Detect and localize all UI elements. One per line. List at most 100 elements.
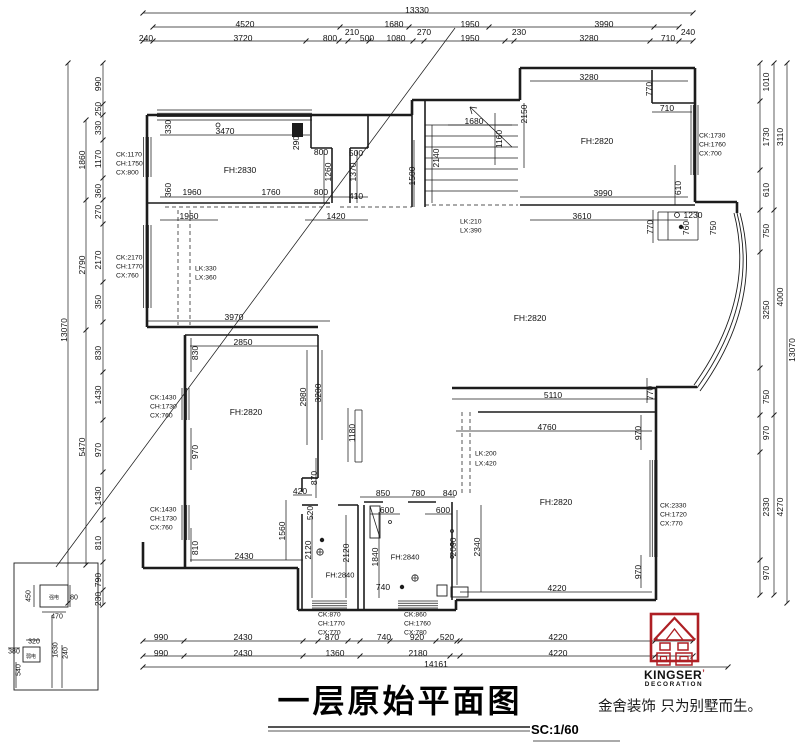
dim-text: CX:760 [116, 272, 139, 279]
dim-text: 740 [376, 582, 390, 592]
filled-box [292, 123, 303, 137]
dim-tick [100, 279, 106, 285]
dim-text: 14161 [424, 659, 448, 669]
dim-text: 强电 [49, 594, 59, 601]
fixture-rect [450, 586, 469, 598]
dim-tick [406, 24, 412, 30]
scale-label: SC:1/60 [531, 722, 579, 737]
dim-tick [65, 600, 71, 606]
dim-text: 2330 [761, 497, 771, 516]
circle-marker [450, 542, 454, 546]
dim-tick [366, 38, 372, 44]
dim-text: 1370 [348, 162, 358, 181]
dim-text: 1170 [93, 150, 103, 169]
dim-text: 600 [380, 505, 394, 515]
dashed-lines [165, 204, 518, 495]
dim-text: 2430 [234, 648, 253, 658]
dim-tick [100, 137, 106, 143]
dim-tick [771, 207, 777, 213]
dim-text: 3990 [594, 188, 613, 198]
dim-text: 1680 [385, 19, 404, 29]
dim-tick [140, 653, 146, 659]
dim-text: 380 [8, 648, 20, 655]
dot-marker [678, 224, 684, 230]
dim-text: 1950 [461, 19, 480, 29]
dim-tick [676, 24, 682, 30]
dim-text: CK:2330 [660, 502, 687, 509]
dim-text: 1360 [326, 648, 345, 658]
dim-text: 1420 [327, 211, 346, 221]
dim-text: 1180 [347, 424, 357, 443]
dim-tick [100, 417, 106, 423]
dim-tick [757, 557, 763, 563]
logo-window-right [677, 642, 689, 651]
dim-text: 970 [761, 566, 771, 580]
dim-text: 920 [410, 632, 424, 642]
dim-text: 600 [436, 505, 450, 515]
bay-window-arc [693, 212, 741, 386]
dim-text: 3470 [216, 126, 235, 136]
circle-marker [388, 520, 392, 524]
circle-marker [450, 555, 454, 559]
dim-tick [100, 175, 106, 181]
dim-tick [771, 412, 777, 418]
partition-wall-lines [147, 70, 695, 728]
dim-tick [410, 38, 416, 44]
dim-text: 2180 [409, 648, 428, 658]
dim-tick [140, 664, 146, 670]
dim-tick [757, 249, 763, 255]
dim-text: 240 [681, 27, 695, 37]
dim-text: CK:1730 [699, 132, 726, 139]
dim-text: 弱电 [26, 653, 36, 660]
dim-text: 4760 [538, 422, 557, 432]
dim-text: 80 [70, 594, 78, 601]
dim-text: 770 [645, 386, 655, 400]
dim-tick [421, 38, 427, 44]
dim-tick [100, 112, 106, 118]
dim-text: 1230 [684, 210, 703, 220]
bay-window-arcs [693, 212, 747, 392]
dim-tick [83, 117, 89, 123]
circle-marker [450, 529, 454, 533]
dim-tick [100, 559, 106, 565]
wall-segment [469, 106, 478, 109]
dim-text: CH:1770 [116, 263, 143, 270]
dim-tick [676, 38, 682, 44]
dim-text: 520 [440, 632, 454, 642]
dim-tick [757, 592, 763, 598]
dim-text: 410 [349, 191, 363, 201]
dim-text: 3110 [775, 128, 785, 147]
fixture-rect [22, 646, 41, 663]
drawing-title: 一层原始平面图 [277, 683, 523, 719]
dim-text: LX:360 [195, 274, 217, 281]
dim-text: 710 [660, 103, 674, 113]
dim-text: 210 [345, 27, 359, 37]
dim-text: 970 [93, 443, 103, 457]
dim-tick [433, 638, 439, 644]
dim-text: 800 [314, 187, 328, 197]
dim-tick [757, 412, 763, 418]
dim-text: 1960 [180, 211, 199, 221]
fixture-rect [436, 584, 448, 597]
dim-text: 990 [93, 77, 103, 91]
dim-text: CH:1760 [699, 141, 726, 148]
logo-window-left [659, 642, 671, 651]
dim-text: CK:870 [318, 611, 341, 618]
dim-text: 2850 [234, 337, 253, 347]
dim-tick [337, 24, 343, 30]
logo-spiral-right [675, 652, 693, 666]
dim-tick [357, 653, 363, 659]
dim-tick [647, 38, 653, 44]
dim-text: 1160 [494, 130, 504, 149]
dim-tick [457, 638, 463, 644]
dim-text: 870 [325, 632, 339, 642]
dim-text: CX:760 [150, 524, 173, 531]
logo-spiral-right [679, 655, 689, 663]
dim-text: 520 [305, 506, 315, 520]
dim-text: 1560 [277, 521, 287, 540]
dim-text: LX:420 [475, 460, 497, 467]
dim-tick [457, 653, 463, 659]
dim-text: 810 [190, 541, 200, 555]
